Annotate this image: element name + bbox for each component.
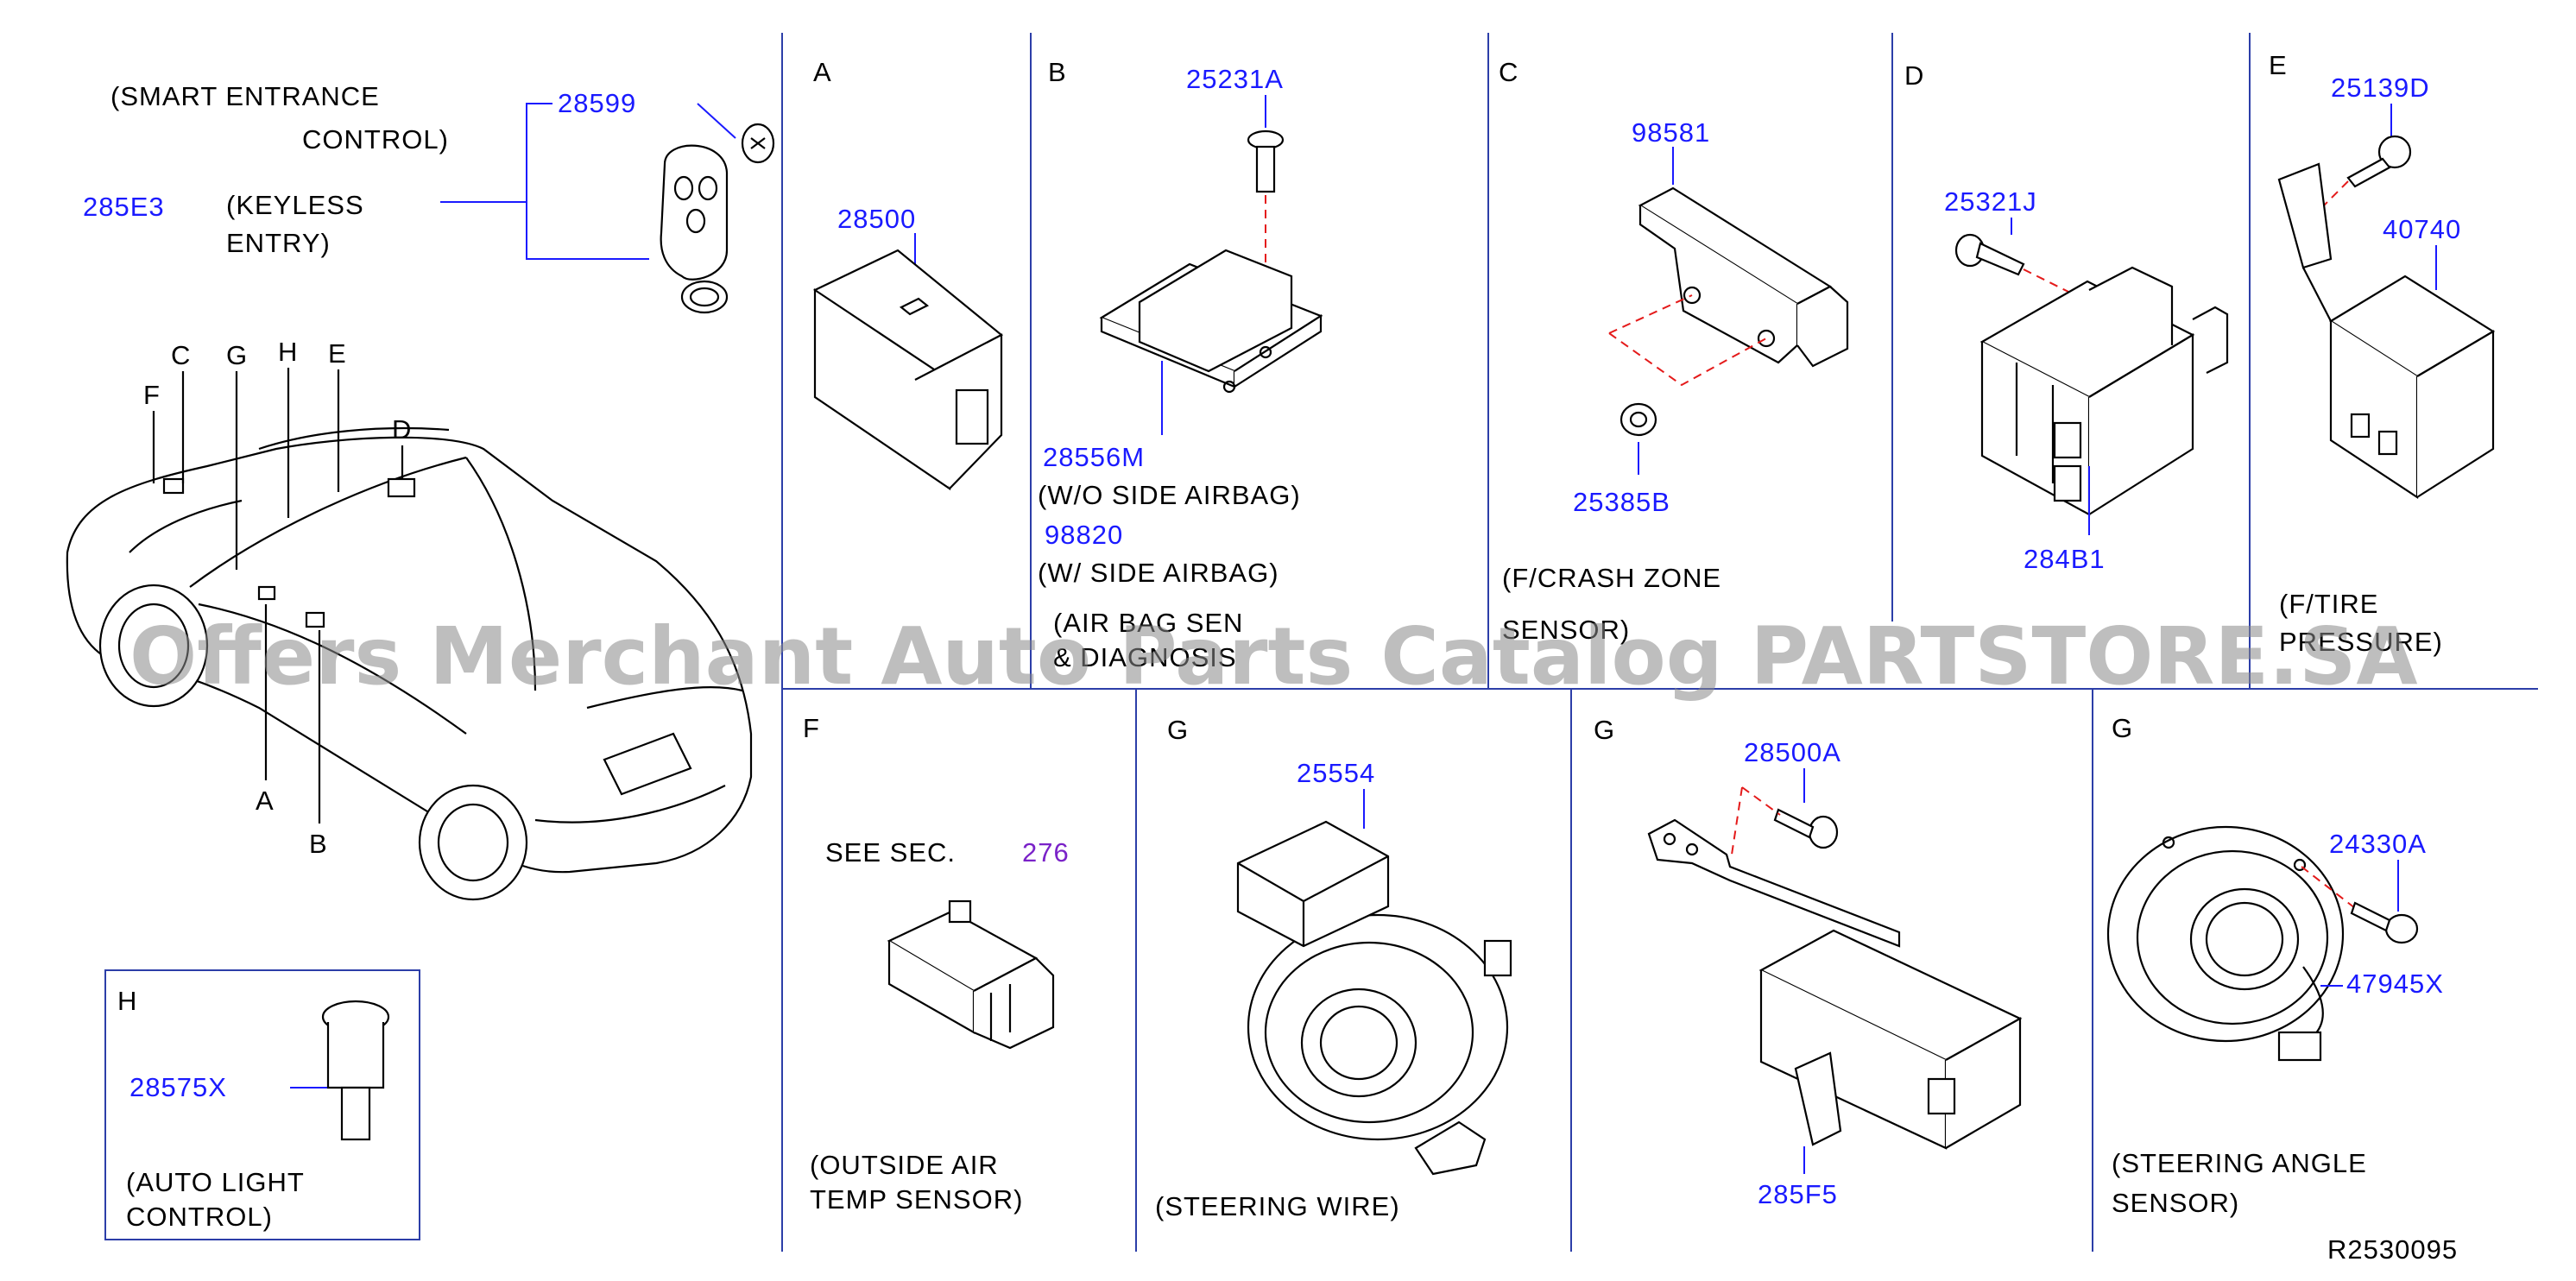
panel-dividers [781,33,2538,1252]
panel-c: C 98581 25385B (F/CRASH ZONE SENSOR) [1499,57,1849,645]
panel-b: B 25231A 28556M (W/O SIDE AIRBAG) 98820 … [1038,57,1323,672]
panel-b-letter: B [1048,57,1066,87]
car-callout-g[interactable]: G [226,340,248,370]
panel-e-desc-1: (F/TIRE [2279,589,2379,619]
part-number-40740[interactable]: 40740 [2383,214,2461,244]
panel-g-bracket-unit: G 28500A 285F5 [1594,715,2023,1209]
panel-c-desc-1: (F/CRASH ZONE [1502,563,1721,593]
bolt-28500A-icon [1773,808,1839,849]
keyless-label-2: ENTRY) [226,228,331,258]
part-number-285F5[interactable]: 285F5 [1758,1179,1838,1209]
panel-e: E 25139D 40740 (F/TIRE PRESSURE) [2269,50,2496,657]
panel-g-steering-angle: G 24330A 47945X (STEERING ANGLE SENSOR) [2106,713,2444,1218]
panel-e-desc-2: PRESSURE) [2279,627,2443,657]
part-number-25321J[interactable]: 25321J [1944,186,2037,217]
part-number-25385B[interactable]: 25385B [1573,487,1670,517]
panel-g-steering-wire: G 25554 (STEERING WIRE) [1155,715,1512,1221]
tire-pressure-unit-icon [2277,162,2496,500]
bolt-25139D-icon [2346,135,2412,188]
panel-g3-letter: G [2112,713,2132,743]
panel-f: F SEE SEC. 276 (OUTSIDE AIR TEMP SENSOR) [803,713,1070,1215]
panel-f-letter: F [803,713,819,743]
panel-g2-letter: G [1594,715,1614,745]
car-illustration [66,426,753,901]
diagram-reference-code: R2530095 [2327,1234,2458,1265]
part-number-284B1[interactable]: 284B1 [2024,544,2106,574]
panel-h: H 28575X (AUTO LIGHT CONTROL) [104,969,420,1240]
spiral-cable-icon [1236,820,1512,1176]
bolt-25231A-icon [1247,129,1285,193]
smart-entrance-label-1: (SMART ENTRANCE [110,81,380,111]
panel-h-desc-2: CONTROL) [126,1202,273,1232]
panel-e-letter: E [2269,50,2287,80]
outside-air-temp-sensor-icon [887,899,1055,1050]
steering-angle-sensor-icon [2106,825,2345,1062]
panel-g3-desc-1: (STEERING ANGLE [2112,1148,2367,1178]
part-number-28575X[interactable]: 28575X [129,1072,227,1102]
nut-25385B-icon [1619,402,1657,437]
part-number-28599[interactable]: 28599 [558,88,636,118]
key-fob-cap-icon [741,123,775,164]
panel-b-desc-3a: (AIR BAG SEN [1053,608,1243,638]
part-number-28500[interactable]: 28500 [837,204,916,234]
part-number-28556M[interactable]: 28556M [1043,442,1145,472]
airbag-sensor-icon [1099,249,1323,394]
car-callouts: C G H E F D A B [143,337,412,859]
part-number-285E3[interactable]: 285E3 [83,192,165,222]
car-callout-d[interactable]: D [392,414,412,445]
steering-unit-285F5-icon [1647,818,2023,1150]
panel-f-desc-2: TEMP SENSOR) [810,1184,1023,1215]
watermark-text: Offers Merchant Auto Parts Catalog PARTS… [129,610,2418,703]
panel-a: A 28500 [813,57,1003,491]
car-callout-e[interactable]: E [328,338,347,369]
panel-d: D 25321J 284B1 [1904,60,2229,574]
panel-g1-desc: (STEERING WIRE) [1155,1191,1400,1221]
part-number-98581[interactable]: 98581 [1632,117,1710,148]
panel-b-desc-3b: & DIAGNOSIS [1053,642,1237,672]
panel-b-desc-2: (W/ SIDE AIRBAG) [1038,558,1279,588]
car-callout-a[interactable]: A [256,786,275,816]
panel-f-see-sec: SEE SEC. [825,837,956,868]
panel-c-desc-2: SENSOR) [1502,615,1630,645]
auto-light-sensor-icon [321,1000,390,1141]
car-callout-c[interactable]: C [171,340,191,370]
key-fob-icon [660,144,729,314]
panel-f-desc-1: (OUTSIDE AIR [810,1150,999,1180]
link-sec-276[interactable]: 276 [1022,837,1070,868]
panel-a-letter: A [813,57,831,87]
bolt-25321J-icon [1954,233,2025,276]
control-unit-28500-icon [813,249,1003,491]
part-number-25139D[interactable]: 25139D [2331,73,2430,103]
overview-section: (SMART ENTRANCE CONTROL) 28599 285E3 (KE… [66,81,775,901]
crash-zone-sensor-icon [1638,186,1849,368]
part-number-98820[interactable]: 98820 [1045,520,1123,550]
part-number-25554[interactable]: 25554 [1297,758,1375,788]
part-number-24330A[interactable]: 24330A [2329,829,2427,859]
keyless-bracket-line [526,103,649,260]
panel-g1-letter: G [1167,715,1188,745]
panel-h-letter: H [117,986,136,1016]
car-callout-h[interactable]: H [278,337,298,367]
panel-d-letter: D [1904,60,1923,91]
part-number-28500A[interactable]: 28500A [1744,737,1841,767]
panel-h-desc-1: (AUTO LIGHT [126,1167,305,1197]
car-callout-b[interactable]: B [309,829,328,859]
car-callout-f[interactable]: F [143,380,161,410]
smart-entrance-label-2: CONTROL) [302,124,449,155]
panel-c-letter: C [1499,57,1518,87]
cap-leader-line [697,103,736,139]
keyless-label-1: (KEYLESS [226,190,364,220]
panel-g3-desc-2: SENSOR) [2112,1188,2239,1218]
control-unit-284B1-icon [1979,266,2229,516]
part-number-47945X[interactable]: 47945X [2346,969,2444,999]
part-number-25231A[interactable]: 25231A [1186,64,1284,94]
screw-24330A-icon [2350,901,2419,944]
panel-b-desc-1: (W/O SIDE AIRBAG) [1038,480,1301,510]
